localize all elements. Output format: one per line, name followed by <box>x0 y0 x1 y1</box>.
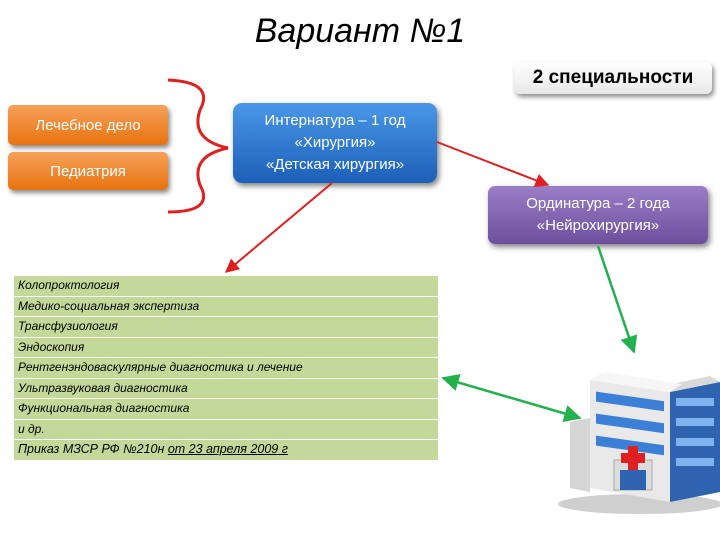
list-item: Трансфузиология <box>14 317 438 338</box>
hospital-icon <box>558 372 720 514</box>
internship-specialty-surgery: «Хирургия» <box>294 134 376 151</box>
list-item: Медико-социальная экспертиза <box>14 296 438 317</box>
list-item: Колопроктология <box>14 276 438 297</box>
residency-specialty: «Нейрохирургия» <box>536 217 660 234</box>
list-item: Рентгенэндоваскулярные диагностика и леч… <box>14 358 438 379</box>
list-item: Эндоскопия <box>14 337 438 358</box>
list-item: Ультразвуковая диагностика <box>14 378 438 399</box>
specialties-badge: 2 специальности <box>514 62 712 94</box>
arrow-to-list <box>224 182 333 273</box>
additional-specialties-list: Колопроктология Медико-социальная экспер… <box>14 276 438 461</box>
arrow-list-hospital <box>441 374 582 422</box>
page-title: Вариант №1 <box>254 12 466 50</box>
bracket-right <box>510 74 718 103</box>
specialty-box-general-medicine: Лечебное дело <box>8 105 168 145</box>
specialty-box-pediatrics: Педиатрия <box>8 152 168 190</box>
residency-duration: Ординатура – 2 года <box>526 195 670 212</box>
arrow-to-hospital <box>596 245 638 354</box>
residency-box: Ординатура – 2 года «Нейрохирургия» <box>488 186 708 244</box>
internship-specialty-pediatric-surgery: «Детская хирургия» <box>265 156 405 173</box>
arrow-to-residency <box>436 141 550 187</box>
order-date: от 23 апреля 2009 г <box>167 442 288 456</box>
order-reference: Приказ МЗСР РФ №210н от 23 апреля 2009 г <box>14 440 438 461</box>
internship-box: Интернатура – 1 год «Хирургия» «Детская … <box>233 103 437 183</box>
list-item: и др. <box>14 419 438 440</box>
specialty-label: Педиатрия <box>50 162 126 180</box>
bracket-left <box>167 78 229 214</box>
list-item: Функциональная диагностика <box>14 399 438 420</box>
order-prefix: Приказ МЗСР РФ №210н <box>18 442 168 456</box>
specialty-label: Лечебное дело <box>35 116 141 134</box>
internship-duration: Интернатура – 1 год <box>264 112 406 129</box>
